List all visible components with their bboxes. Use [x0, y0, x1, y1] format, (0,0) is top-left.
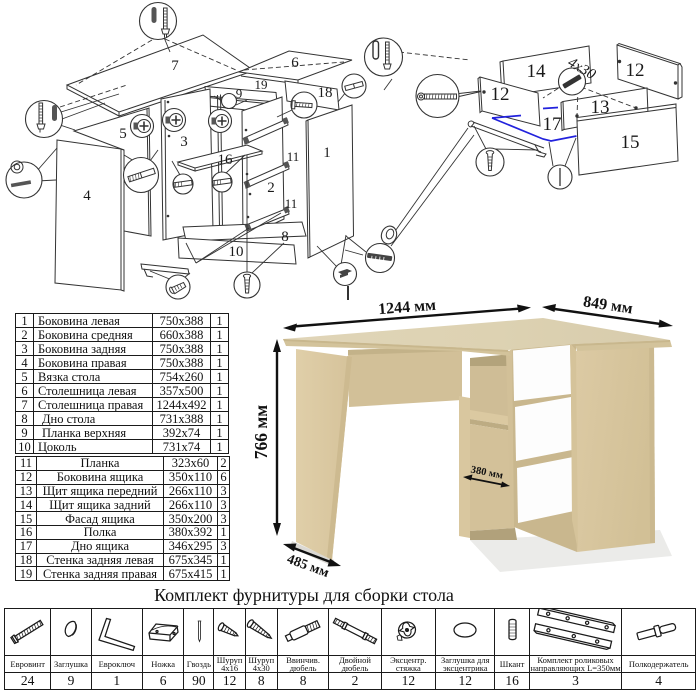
svg-text:18: 18 — [318, 85, 333, 101]
svg-text:1: 1 — [323, 145, 331, 161]
svg-text:1244 мм: 1244 мм — [378, 297, 437, 318]
svg-text:7: 7 — [171, 58, 179, 74]
svg-text:6: 6 — [291, 55, 299, 71]
svg-text:4: 4 — [83, 188, 91, 204]
svg-text:12: 12 — [626, 60, 645, 81]
svg-text:5: 5 — [119, 126, 127, 142]
svg-text:15: 15 — [621, 132, 640, 153]
svg-text:11: 11 — [285, 196, 298, 211]
svg-text:16: 16 — [218, 152, 234, 168]
svg-text:17: 17 — [543, 114, 562, 135]
svg-text:14: 14 — [527, 61, 547, 82]
svg-text:2: 2 — [267, 180, 275, 196]
svg-text:19: 19 — [255, 77, 268, 92]
svg-text:12: 12 — [491, 84, 510, 105]
svg-text:3: 3 — [180, 134, 188, 150]
svg-text:11: 11 — [287, 149, 300, 164]
svg-text:13: 13 — [591, 97, 610, 118]
svg-text:9: 9 — [236, 86, 243, 101]
svg-text:10: 10 — [229, 244, 244, 260]
svg-text:766 мм: 766 мм — [251, 405, 271, 460]
svg-text:8: 8 — [281, 229, 289, 245]
